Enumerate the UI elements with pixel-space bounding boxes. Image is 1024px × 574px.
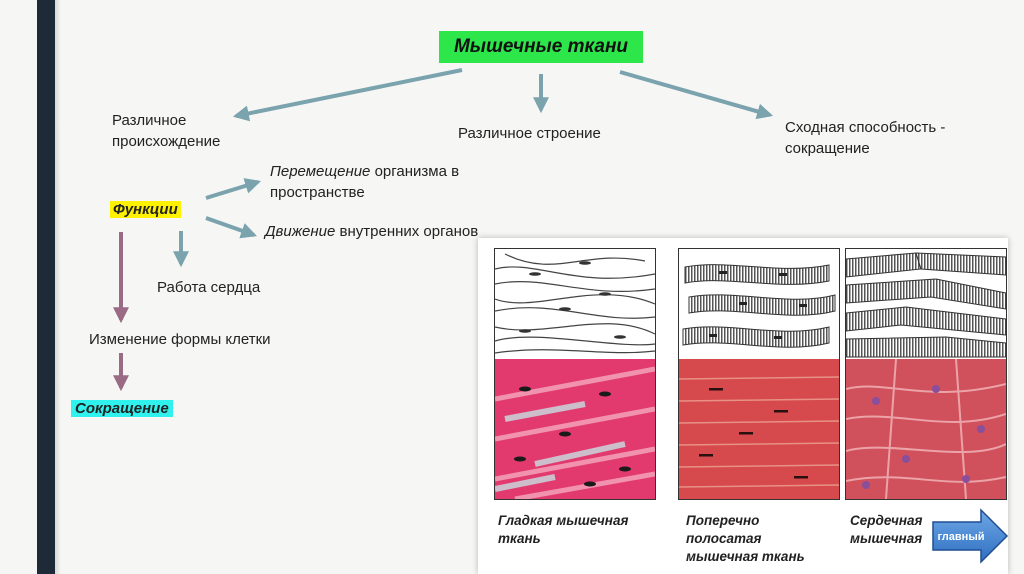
- arrow-to-origin: [232, 68, 463, 122]
- shape-change: Изменение формы клетки: [89, 331, 271, 348]
- functions-highlight: Функции: [110, 201, 181, 218]
- function-organs-em: Движение: [265, 223, 336, 240]
- function-movement: Перемещение организма в пространстве: [270, 161, 459, 203]
- striated-muscle-micrograph: [679, 359, 839, 499]
- arrow-to-movement: [205, 178, 262, 200]
- function-movement-em: Перемещение: [270, 163, 371, 180]
- arrow-to-ability: [619, 70, 774, 120]
- home-nav-label[interactable]: главный: [938, 531, 985, 543]
- smooth-muscle-drawing: [495, 253, 655, 354]
- arrow-right-icon: [932, 508, 1009, 564]
- smooth-muscle-micrograph: [495, 359, 655, 499]
- function-movement-rest: организма в пространстве: [270, 163, 460, 201]
- branch-origin: Различное происхождение: [112, 112, 221, 150]
- striated-muscle-drawing: [682, 264, 836, 348]
- function-heart: Работа сердца: [157, 279, 261, 296]
- frame-shadow: [55, 0, 61, 574]
- contraction-label: Сокращение: [71, 398, 173, 419]
- home-nav-button[interactable]: главный: [931, 508, 1009, 564]
- contraction-highlight: Сокращение: [71, 400, 173, 417]
- cardiac-muscle-drawing: [846, 252, 1006, 358]
- functions-label: Функции: [110, 199, 181, 220]
- cardiac-muscle-image: [845, 248, 1007, 500]
- function-organs: Движение внутренних органов: [265, 221, 478, 242]
- branch-ability: Сходная способность - сокращение: [785, 119, 946, 157]
- frame-bar: [37, 0, 55, 574]
- branch-structure: Различное строение: [458, 125, 601, 142]
- function-organs-rest: внутренних органов: [335, 223, 479, 240]
- caption-cardiac: Сердечная мышечная: [850, 513, 923, 546]
- page-title: Мышечные ткани: [439, 31, 643, 63]
- caption-smooth: Гладкая мышечная ткань: [498, 513, 629, 546]
- arrow-to-organs: [205, 216, 258, 239]
- striated-muscle-image: [678, 248, 840, 500]
- smooth-muscle-image: [494, 248, 656, 500]
- tissue-figure: Гладкая мышечная ткань Поперечно полосат…: [478, 238, 1008, 574]
- caption-striated: Поперечно полосатая мышечная ткань: [686, 513, 805, 564]
- cardiac-muscle-micrograph: [846, 359, 1006, 499]
